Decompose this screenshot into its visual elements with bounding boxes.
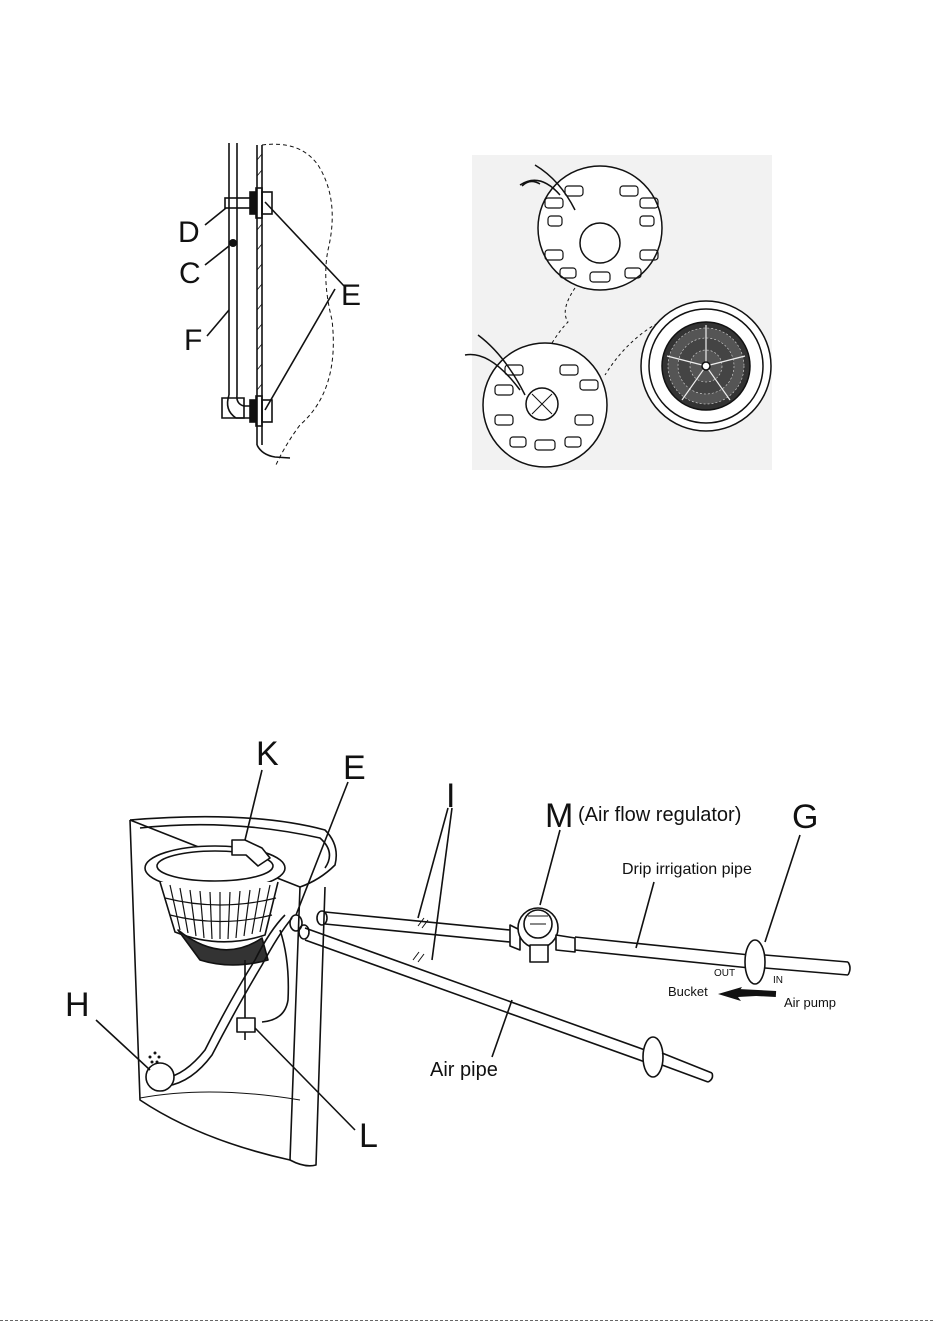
label-E-bottom: E (343, 751, 366, 785)
label-I: I (446, 779, 455, 813)
label-H: H (65, 988, 90, 1022)
label-M: M (545, 799, 573, 833)
air-pump-label: Air pump (784, 996, 836, 1009)
out-label: OUT (714, 969, 735, 979)
in-label: IN (773, 976, 783, 986)
page-bottom-border (0, 1320, 933, 1321)
drip-irrigation-pipe-label: Drip irrigation pipe (622, 862, 752, 878)
label-K: K (256, 737, 279, 771)
label-L: L (359, 1119, 378, 1153)
air-flow-regulator-caption: (Air flow regulator) (578, 805, 741, 825)
bucket-label: Bucket (668, 985, 708, 998)
air-pipe-label: Air pipe (430, 1060, 498, 1080)
label-G: G (792, 800, 818, 834)
